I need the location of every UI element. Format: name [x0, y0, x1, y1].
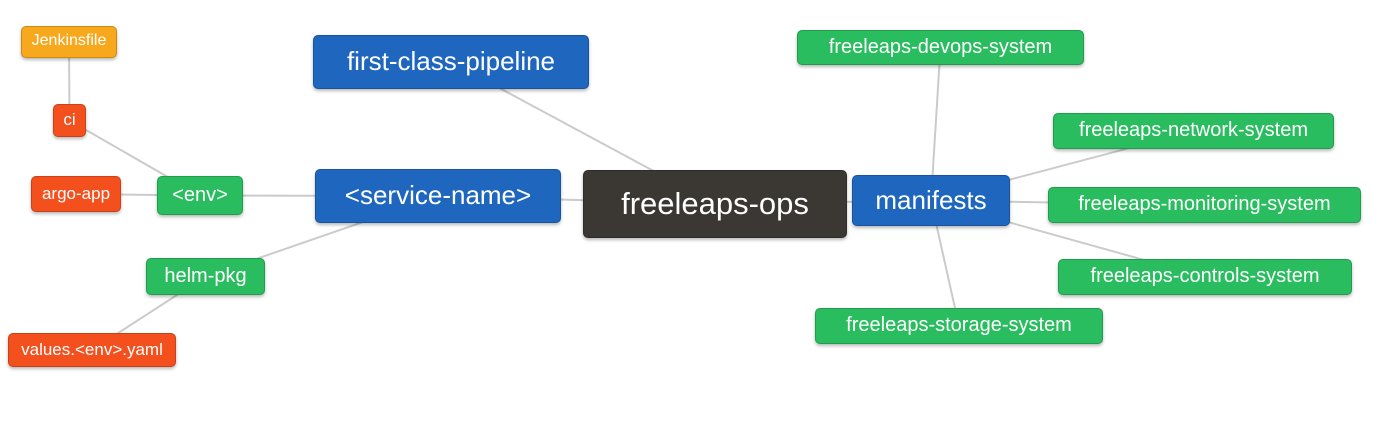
node-freeleaps-network-system[interactable]: freeleaps-network-system — [1053, 113, 1334, 149]
node-label: <service-name> — [344, 180, 532, 210]
node-values-env-yaml[interactable]: values.<env>.yaml — [8, 333, 176, 367]
node-label: helm-pkg — [164, 264, 247, 287]
node-label: freeleaps-storage-system — [846, 314, 1072, 336]
node-label: freeleaps-devops-system — [828, 35, 1053, 58]
node-jenkinsfile[interactable]: Jenkinsfile — [21, 26, 117, 58]
node-freeleaps-ops[interactable]: freeleaps-ops — [583, 170, 847, 238]
node-label: argo-app — [41, 183, 111, 203]
node-label: <env> — [172, 183, 228, 206]
node-label: freeleaps-network-system — [1079, 119, 1308, 141]
node-argo-app[interactable]: argo-app — [31, 176, 121, 212]
node-label: first-class-pipeline — [346, 46, 556, 76]
node-freeleaps-storage-system[interactable]: freeleaps-storage-system — [815, 308, 1103, 344]
node-freeleaps-controls-system[interactable]: freeleaps-controls-system — [1058, 259, 1352, 295]
node-label: freeleaps-ops — [621, 185, 809, 221]
node-label: values.<env>.yaml — [21, 339, 163, 359]
node-env[interactable]: <env> — [157, 176, 243, 215]
node-label: Jenkinsfile — [31, 32, 107, 49]
node-service-name[interactable]: <service-name> — [315, 169, 561, 223]
node-ci[interactable]: ci — [53, 104, 86, 137]
node-label: freeleaps-controls-system — [1090, 265, 1320, 287]
node-freeleaps-devops-system[interactable]: freeleaps-devops-system — [797, 30, 1084, 65]
node-label: freeleaps-monitoring-system — [1078, 193, 1331, 215]
node-freeleaps-monitoring-system[interactable]: freeleaps-monitoring-system — [1048, 187, 1361, 223]
node-first-class-pipeline[interactable]: first-class-pipeline — [313, 35, 589, 89]
node-label: manifests — [875, 184, 987, 215]
node-label: ci — [63, 110, 76, 129]
node-helm-pkg[interactable]: helm-pkg — [146, 258, 265, 295]
node-manifests[interactable]: manifests — [852, 175, 1010, 226]
